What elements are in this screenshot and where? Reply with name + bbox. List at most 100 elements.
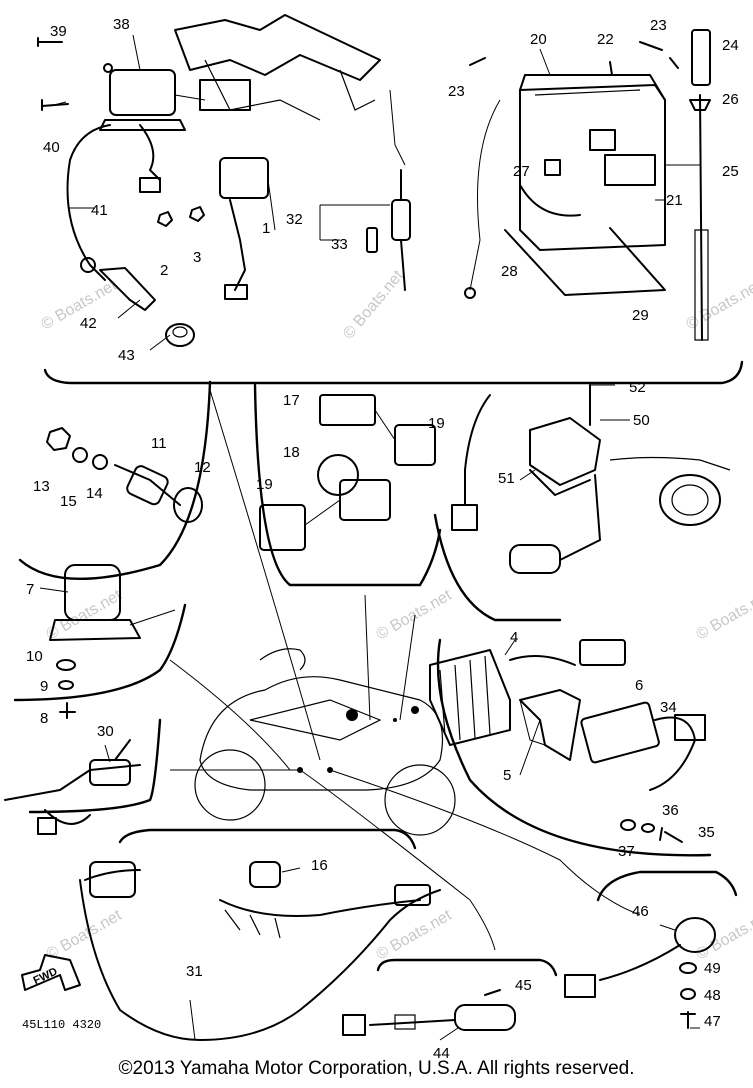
label-39: 39 bbox=[50, 23, 67, 40]
label-25: 25 bbox=[722, 163, 739, 180]
fuel-pump bbox=[451, 384, 731, 574]
label-2: 2 bbox=[160, 262, 168, 279]
bolts-22-23 bbox=[469, 41, 679, 76]
ignition-coil bbox=[99, 63, 206, 193]
top-section-boundary bbox=[43, 360, 744, 385]
label-9: 9 bbox=[40, 678, 48, 695]
label-1: 1 bbox=[262, 220, 270, 237]
label-44: 44 bbox=[433, 1045, 450, 1062]
watermarks: © Boats.net © Boats.net © Boats.net © Bo… bbox=[39, 267, 753, 963]
label-37: 37 bbox=[618, 843, 635, 860]
part-labels: 1 2 3 4 5 6 7 8 9 10 11 12 13 14 15 16 1… bbox=[22, 16, 739, 1062]
label-15: 15 bbox=[60, 493, 77, 510]
label-13: 13 bbox=[33, 478, 50, 495]
main-switch bbox=[4, 739, 141, 835]
watermark-center: © Boats.net bbox=[340, 267, 407, 343]
boundary-thermo-group bbox=[596, 870, 738, 902]
label-10: 10 bbox=[26, 648, 43, 665]
bolts-35-36-37 bbox=[620, 819, 683, 843]
starter-relay bbox=[49, 564, 176, 719]
vehicle-outline bbox=[169, 389, 641, 951]
high-tension-lead bbox=[66, 124, 156, 311]
label-19-lower: 19 bbox=[256, 476, 273, 493]
label-6: 6 bbox=[635, 677, 643, 694]
label-5: 5 bbox=[503, 767, 511, 784]
section-boundaries bbox=[13, 360, 744, 977]
label-48: 48 bbox=[704, 987, 721, 1004]
boundary-switch-group bbox=[28, 718, 162, 814]
boundary-relay-group bbox=[13, 603, 187, 702]
watermark-center-mid: © Boats.net bbox=[374, 587, 456, 644]
label-17: 17 bbox=[283, 392, 300, 409]
thermo-switch bbox=[564, 917, 716, 1029]
cdi-unit bbox=[157, 157, 276, 300]
label-11: 11 bbox=[151, 435, 167, 452]
label-51: 51 bbox=[498, 470, 515, 487]
copyright-notice: ©2013 Yamaha Motor Corporation, U.S.A. A… bbox=[118, 1058, 635, 1079]
wire-harness bbox=[79, 861, 441, 1041]
watermark-left-mid: © Boats.net bbox=[44, 587, 126, 644]
breather-hose bbox=[665, 29, 711, 341]
leader-lines bbox=[39, 34, 700, 1041]
label-14: 14 bbox=[86, 485, 103, 502]
label-22: 22 bbox=[597, 31, 614, 48]
label-33: 33 bbox=[331, 236, 348, 253]
label-47: 47 bbox=[704, 1013, 721, 1030]
label-31: 31 bbox=[186, 963, 203, 980]
watermark-right-top: © Boats.net bbox=[684, 277, 753, 334]
watermark-left-bottom: © Boats.net bbox=[44, 907, 126, 964]
battery-cable bbox=[519, 159, 581, 217]
label-16: 16 bbox=[311, 857, 328, 874]
label-46: 46 bbox=[632, 903, 649, 920]
diagram-code: 45L110 4320 bbox=[22, 1018, 101, 1032]
fwd-label: FWD bbox=[32, 966, 60, 987]
boundary-solenoid-group bbox=[253, 383, 442, 587]
label-23-right: 23 bbox=[650, 17, 667, 34]
neutral-sensor bbox=[342, 989, 516, 1036]
label-45: 45 bbox=[515, 977, 532, 994]
label-43: 43 bbox=[118, 347, 135, 364]
label-38: 38 bbox=[113, 16, 130, 33]
label-32: 32 bbox=[286, 211, 303, 228]
label-21: 21 bbox=[666, 192, 683, 209]
starter-plug-group bbox=[46, 427, 203, 523]
starter-solenoid bbox=[259, 394, 436, 551]
label-28: 28 bbox=[501, 263, 518, 280]
boundary-fuelpump-group bbox=[433, 513, 562, 622]
control-unit-34 bbox=[580, 701, 706, 791]
label-24: 24 bbox=[722, 37, 739, 54]
label-3: 3 bbox=[193, 249, 201, 266]
label-4: 4 bbox=[510, 629, 518, 646]
watermark-right-mid: © Boats.net bbox=[694, 587, 753, 644]
label-29: 29 bbox=[632, 307, 649, 324]
battery bbox=[464, 74, 666, 299]
watermark-right-bottom: © Boats.net bbox=[694, 907, 753, 964]
fuse-holder bbox=[319, 169, 411, 291]
label-8: 8 bbox=[40, 710, 48, 727]
label-35: 35 bbox=[698, 824, 715, 841]
boundary-starter-group bbox=[18, 380, 212, 581]
label-41: 41 bbox=[91, 202, 108, 219]
label-7: 7 bbox=[26, 581, 34, 598]
label-34: 34 bbox=[660, 699, 677, 716]
label-26: 26 bbox=[722, 91, 739, 108]
label-42: 42 bbox=[80, 315, 97, 332]
label-52: 52 bbox=[629, 379, 646, 396]
label-49: 49 bbox=[704, 960, 721, 977]
plug-cap bbox=[165, 323, 195, 347]
label-23-left: 23 bbox=[448, 83, 465, 100]
bolts-39-40 bbox=[37, 37, 69, 111]
label-30: 30 bbox=[97, 723, 114, 740]
label-36: 36 bbox=[662, 802, 679, 819]
label-19-upper: 19 bbox=[428, 415, 445, 432]
label-40: 40 bbox=[43, 139, 60, 156]
label-18: 18 bbox=[283, 444, 300, 461]
label-12: 12 bbox=[194, 459, 211, 476]
label-20: 20 bbox=[530, 31, 547, 48]
boundary-sensor-group bbox=[376, 958, 558, 977]
label-50: 50 bbox=[633, 412, 650, 429]
rectifier-regulator bbox=[429, 639, 626, 761]
watermark-center-bottom: © Boats.net bbox=[374, 907, 456, 964]
